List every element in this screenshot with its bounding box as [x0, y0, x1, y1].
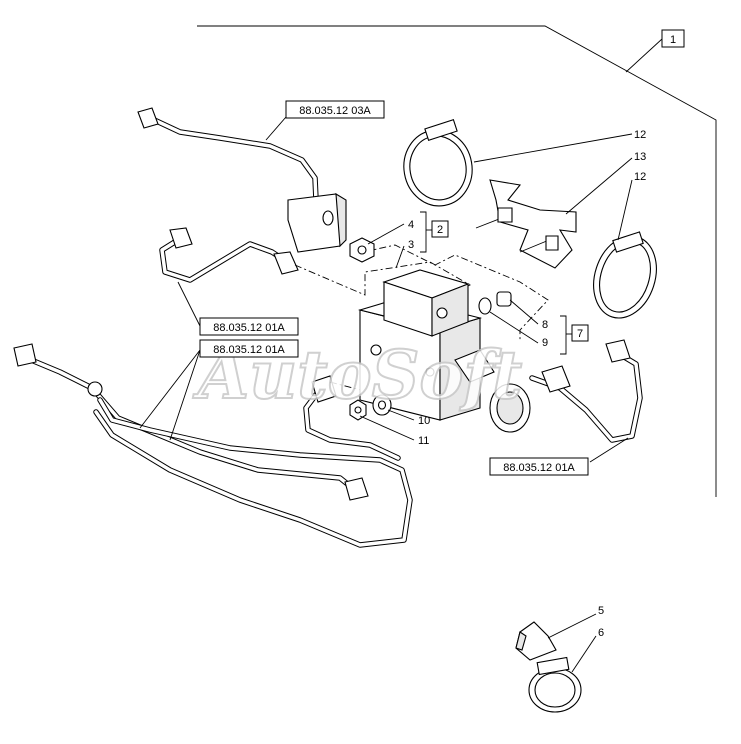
- washer-10[interactable]: [372, 394, 392, 416]
- harness-ref-label: 88.035.12 03A: [299, 105, 371, 117]
- pipe-right-ref-label: 88.035.12 01A: [503, 462, 575, 474]
- pipe-left-upper-ref-label: 88.035.12 01A: [213, 322, 285, 334]
- part-11-number: 11: [418, 435, 429, 447]
- group-7-ref-badge[interactable]: 7: [571, 324, 589, 342]
- part-5-leader: [547, 613, 597, 639]
- upper-left-pipe[interactable]: [159, 227, 299, 283]
- part-11-leader: [359, 415, 415, 441]
- assembly-ref-badge[interactable]: 1: [661, 29, 685, 48]
- lower-side-pipe[interactable]: [303, 375, 401, 461]
- part-9-number: 9: [542, 337, 548, 349]
- part-3-leader: [395, 245, 405, 269]
- part-4-leader: [367, 223, 405, 245]
- part-12-right-leader: [617, 179, 633, 241]
- plug-8[interactable]: [496, 291, 512, 307]
- assembly-dashline-b: [349, 244, 549, 340]
- group-7-ref-label: 7: [577, 328, 583, 340]
- seal-9[interactable]: [478, 297, 492, 315]
- part-4-number: 4: [408, 219, 414, 231]
- part-13-leader: [565, 157, 633, 215]
- part-12-top-number: 12: [634, 129, 646, 141]
- hose-clip-5[interactable]: [515, 621, 557, 661]
- upper-left-pipe-leader: [177, 281, 201, 327]
- part-13-number: 13: [634, 151, 646, 163]
- part-6-number: 6: [598, 627, 604, 639]
- pipe-left-upper-ref-badge[interactable]: 88.035.12 01A: [199, 317, 299, 336]
- part-12-top-leader: [473, 133, 633, 163]
- assembly-ref-label: 1: [670, 34, 676, 46]
- harness-ref-badge[interactable]: 88.035.12 03A: [285, 100, 385, 119]
- coil-block[interactable]: [382, 269, 470, 337]
- wire-harness[interactable]: [137, 107, 347, 253]
- valve-cap[interactable]: [454, 349, 531, 433]
- hose-clamp-6[interactable]: [528, 656, 582, 713]
- left-pipe-lower[interactable]: [13, 343, 369, 501]
- assembly-outline: [197, 25, 717, 497]
- assembly-leader: [625, 38, 663, 73]
- right-pipe-leader: [589, 437, 629, 463]
- left-pipe-upper[interactable]: [93, 397, 413, 548]
- right-pipe[interactable]: [529, 339, 643, 443]
- part-10-number: 10: [418, 415, 430, 427]
- bracket-13[interactable]: [475, 179, 577, 269]
- part-8-number: 8: [542, 319, 548, 331]
- part-12-right-number: 12: [634, 171, 646, 183]
- hose-clamp-right[interactable]: [583, 228, 666, 326]
- group-2-ref-badge[interactable]: 2: [431, 220, 449, 238]
- hose-clamp-top[interactable]: [398, 118, 478, 212]
- group-2-bracket: [420, 211, 427, 253]
- part-8-leader: [509, 299, 539, 325]
- pipe-left-lower-ref-label: 88.035.12 01A: [213, 344, 285, 356]
- part-9-leader: [489, 311, 539, 344]
- part-6-leader: [571, 635, 597, 673]
- part-10-leader: [387, 409, 415, 421]
- nut-4[interactable]: [349, 237, 375, 263]
- lower-left-pipe-leader-b: [169, 349, 201, 441]
- group-2-ref-label: 2: [437, 224, 443, 236]
- valve-block[interactable]: [357, 297, 531, 433]
- pipe-left-lower-ref-badge[interactable]: 88.035.12 01A: [199, 339, 299, 358]
- part-5-number: 5: [598, 605, 604, 617]
- nut-11[interactable]: [349, 399, 367, 421]
- pipe-right-ref-badge[interactable]: 88.035.12 01A: [489, 457, 589, 476]
- part-3-number: 3: [408, 239, 414, 251]
- lower-left-pipe-leader-a: [139, 349, 201, 429]
- group-7-bracket: [560, 315, 567, 355]
- harness-ref-leader: [265, 116, 287, 141]
